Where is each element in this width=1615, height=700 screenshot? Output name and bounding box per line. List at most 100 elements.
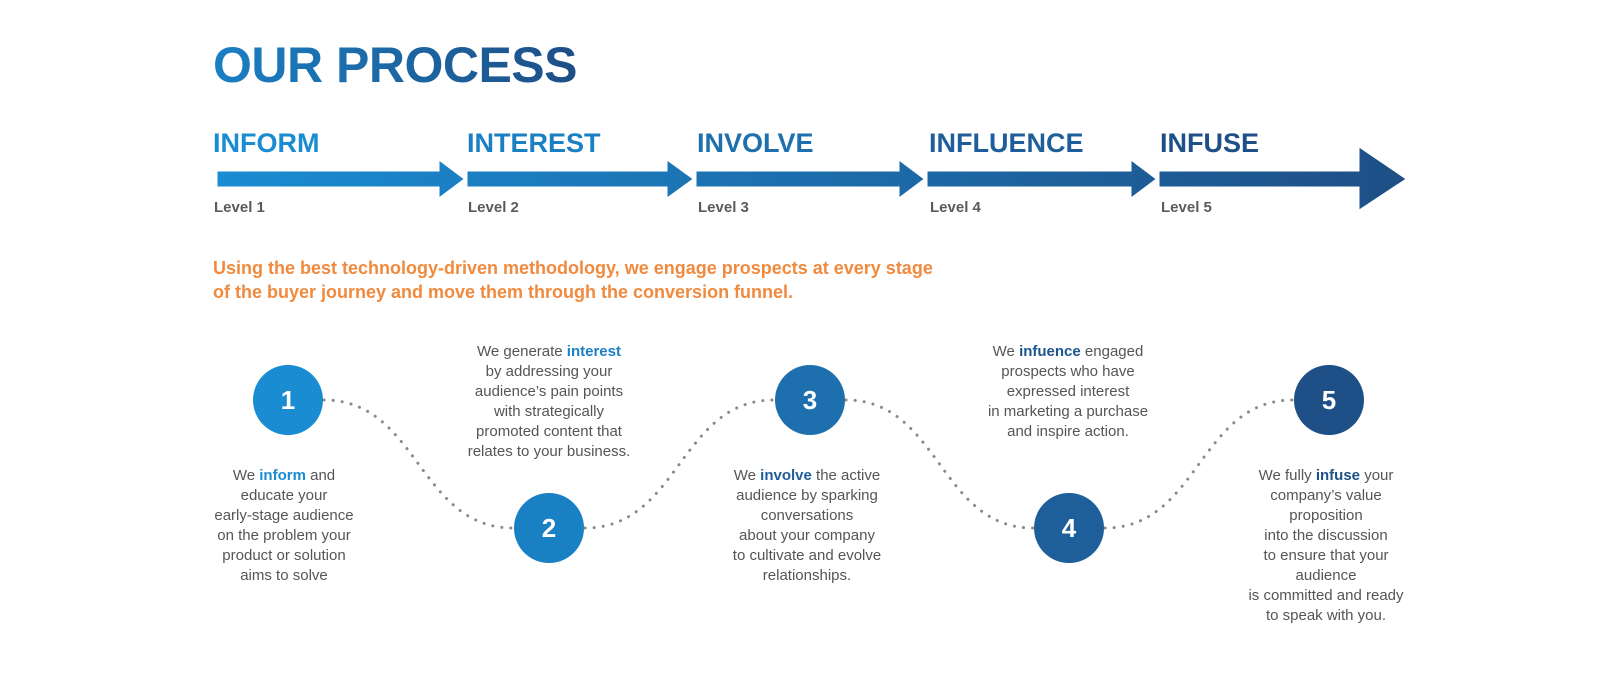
- description-line: audience’s pain points: [449, 382, 649, 402]
- description-text: We generate: [477, 343, 567, 360]
- description-line: and inspire action.: [968, 422, 1168, 442]
- description-line: conversations: [707, 506, 907, 526]
- step-circle-1: 1: [253, 365, 323, 435]
- description-text: promoted content that: [476, 423, 622, 440]
- stage-level-5: Level 5: [1161, 199, 1212, 216]
- description-text: We: [733, 467, 761, 484]
- description-line: expressed interest: [968, 382, 1168, 402]
- description-text: educate your: [240, 487, 328, 504]
- description-line: is committed and ready: [1226, 586, 1426, 606]
- description-line: to speak with you.: [1226, 606, 1426, 626]
- description-line: in marketing a purchase: [968, 402, 1168, 422]
- description-text: into the discussion: [1264, 527, 1388, 544]
- stage-name-5: INFUSE: [1160, 128, 1260, 158]
- description-line: company’s value: [1226, 486, 1426, 506]
- description-text: on the problem your: [217, 527, 351, 544]
- description-text: audience by sparking: [736, 487, 878, 504]
- description-text: relates to your business.: [467, 443, 631, 460]
- description-line: audience by sparking: [707, 486, 907, 506]
- description-text: to speak with you.: [1265, 607, 1387, 624]
- description-text: is committed and ready: [1248, 587, 1404, 604]
- description-text: We: [232, 467, 260, 484]
- description-text: conversations: [760, 507, 854, 524]
- description-text: product or solution: [222, 547, 346, 564]
- arrow-segment-3: [693, 155, 929, 203]
- description-text: about your company: [739, 527, 875, 544]
- step-circle-2: 2: [514, 493, 584, 563]
- process-arrow: [214, 142, 1411, 215]
- description-keyword: infuence: [1019, 343, 1081, 360]
- description-text: your: [1360, 467, 1394, 484]
- description-line: early-stage audience: [184, 506, 384, 526]
- description-text: We fully: [1258, 467, 1316, 484]
- stage-level-2: Level 2: [468, 199, 519, 216]
- description-line: product or solution: [184, 546, 384, 566]
- stage-name-2: INTEREST: [467, 128, 601, 158]
- description-line: aims to solve: [184, 566, 384, 586]
- step-circle-3: 3: [775, 365, 845, 435]
- description-keyword: involve: [760, 467, 812, 484]
- description-line: about your company: [707, 526, 907, 546]
- description-text: and: [305, 467, 336, 484]
- description-text: with strategically: [493, 403, 605, 420]
- stage-name-1: INFORM: [213, 128, 320, 158]
- description-keyword: inform: [259, 467, 306, 484]
- description-line: promoted content that: [449, 422, 649, 442]
- description-text: engaged: [1080, 343, 1144, 360]
- dotted-wave-path: [322, 398, 1295, 530]
- tagline: Using the best technology-driven methodo…: [213, 256, 973, 304]
- description-line: We involve the active: [707, 466, 907, 486]
- description-text: to ensure that your: [1263, 547, 1389, 564]
- description-line: with strategically: [449, 402, 649, 422]
- page-title: OUR PROCESS: [213, 37, 578, 93]
- description-line: audience: [1226, 566, 1426, 586]
- stage-level-4: Level 4: [930, 199, 981, 216]
- step-circle-5: 5: [1294, 365, 1364, 435]
- description-text: and inspire action.: [1007, 423, 1129, 440]
- description-text: in marketing a purchase: [987, 403, 1149, 420]
- description-line: We generate interest: [449, 342, 649, 362]
- description-line: relationships.: [707, 566, 907, 586]
- description-line: relates to your business.: [449, 442, 649, 462]
- description-text: prospects who have: [1001, 363, 1135, 380]
- description-line: We inform and: [184, 466, 384, 486]
- tagline-line-1: Using the best technology-driven methodo…: [213, 258, 933, 278]
- description-text: early-stage audience: [214, 507, 354, 524]
- description-line: educate your: [184, 486, 384, 506]
- description-keyword: interest: [566, 343, 621, 360]
- description-line: We infuence engaged: [968, 342, 1168, 362]
- description-line: by addressing your: [449, 362, 649, 382]
- step-circle-4: 4: [1034, 493, 1104, 563]
- description-text: audience: [1295, 567, 1357, 584]
- stage-level-1: Level 1: [214, 199, 265, 216]
- description-text: proposition: [1289, 507, 1363, 524]
- description-line: to cultivate and evolve: [707, 546, 907, 566]
- stage-name-3: INVOLVE: [697, 128, 814, 158]
- description-text: company’s value: [1270, 487, 1382, 504]
- stage-level-3: Level 3: [698, 199, 749, 216]
- description-text: relationships.: [762, 567, 852, 584]
- description-text: aims to solve: [240, 567, 328, 584]
- description-text: the active: [811, 467, 881, 484]
- description-line: into the discussion: [1226, 526, 1426, 546]
- arrow-segment-4: [924, 155, 1161, 203]
- description-line: to ensure that your: [1226, 546, 1426, 566]
- arrow-segment-5: [1156, 142, 1411, 215]
- arrow-segment-2: [464, 155, 698, 203]
- description-text: We: [992, 343, 1020, 360]
- description-text: expressed interest: [1006, 383, 1130, 400]
- arrow-segment-1: [214, 155, 469, 203]
- description-line: on the problem your: [184, 526, 384, 546]
- description-text: by addressing your: [485, 363, 613, 380]
- description-line: proposition: [1226, 506, 1426, 526]
- description-keyword: infuse: [1315, 467, 1361, 484]
- description-line: prospects who have: [968, 362, 1168, 382]
- description-line: We fully infuse your: [1226, 466, 1426, 486]
- description-text: audience’s pain points: [474, 383, 624, 400]
